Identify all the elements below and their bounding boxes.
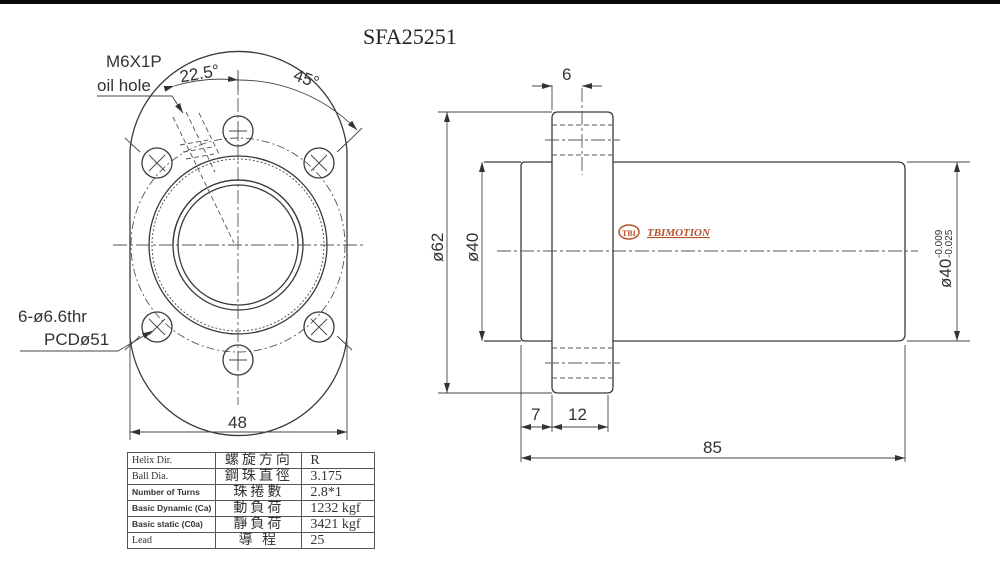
body-dia-40-label: ø40	[463, 233, 482, 262]
flange-thickness-12-label: 12	[568, 405, 587, 424]
nut-body	[520, 161, 906, 342]
top-border-bar	[0, 0, 1000, 4]
tolerance-upper: -0.009	[934, 229, 945, 258]
bolt-hole-pcd-label: PCDø51	[44, 330, 109, 349]
oil-hole	[172, 111, 235, 244]
flange-offset-6-label: 6	[562, 65, 571, 84]
side-view: 6 ø62 ø40 ø40 -0.009 -0.025 7 12 85	[428, 65, 970, 462]
front-length-7-label: 7	[531, 405, 540, 424]
flange-outline	[129, 50, 348, 437]
body-tolerance-label: ø40 -0.009 -0.025	[934, 229, 955, 288]
spec-label-en: Basic Dynamic (Ca)	[126, 500, 217, 517]
spec-label-zh: 鋼珠直徑	[215, 468, 303, 485]
spec-value: 3.175	[301, 468, 376, 485]
table-row: Lead 導 程 25	[126, 532, 376, 549]
spec-label-zh: 螺旋方向	[215, 452, 303, 469]
tbimotion-logo: TBI TBIMOTION	[618, 224, 711, 240]
table-row: Helix Dir. 螺旋方向 R	[126, 452, 376, 469]
drawing-title: SFA25251	[363, 24, 457, 49]
svg-text:ø40: ø40	[936, 259, 955, 288]
spec-value: 1232 kgf	[301, 500, 376, 517]
svg-text:TBI: TBI	[622, 229, 636, 238]
flange-dia-62-label: ø62	[428, 233, 447, 262]
spec-label-zh: 動負荷	[215, 500, 303, 517]
spec-label-zh: 珠捲數	[215, 484, 303, 501]
logo-mark-icon	[618, 224, 640, 240]
spec-label-en: Lead	[126, 532, 217, 549]
spec-value: 25	[301, 532, 376, 549]
bolt-hole-spec-label: 6-ø6.6thr	[18, 307, 87, 326]
spec-label-zh: 靜負荷	[215, 516, 303, 533]
spec-table: Helix Dir. 螺旋方向 R Ball Dia. 鋼珠直徑 3.175 N…	[126, 452, 376, 549]
spec-value: 2.8*1	[301, 484, 376, 501]
spec-label-zh: 導 程	[215, 532, 303, 549]
flange	[551, 111, 614, 394]
spec-value: R	[301, 452, 376, 469]
table-row: Ball Dia. 鋼珠直徑 3.175	[126, 468, 376, 485]
front-view: 22.5° 45° M6X1P oil hole 6-ø6.6thr PCDø5…	[18, 50, 363, 440]
table-row: Basic static (C0a) 靜負荷 3421 kgf	[126, 516, 376, 533]
spec-label-en: Number of Turns	[126, 484, 217, 501]
oil-hole-label: oil hole	[97, 76, 151, 95]
table-row: Number of Turns 珠捲數 2.8*1	[126, 484, 376, 501]
spec-label-en: Helix Dir.	[126, 452, 217, 469]
table-row: Basic Dynamic (Ca) 動負荷 1232 kgf	[126, 500, 376, 517]
oil-hole-thread-label: M6X1P	[106, 52, 162, 71]
spec-label-en: Ball Dia.	[126, 468, 217, 485]
angle-45-label: 45°	[291, 66, 322, 93]
spec-value: 3421 kgf	[301, 516, 376, 533]
angle-22-5-label: 22.5°	[178, 61, 221, 87]
logo-text: TBIMOTION	[647, 227, 711, 239]
overall-length-85-label: 85	[703, 438, 722, 457]
width-48-label: 48	[228, 413, 247, 432]
spec-label-en: Basic static (C0a)	[126, 516, 217, 533]
tolerance-lower: -0.025	[944, 229, 955, 258]
